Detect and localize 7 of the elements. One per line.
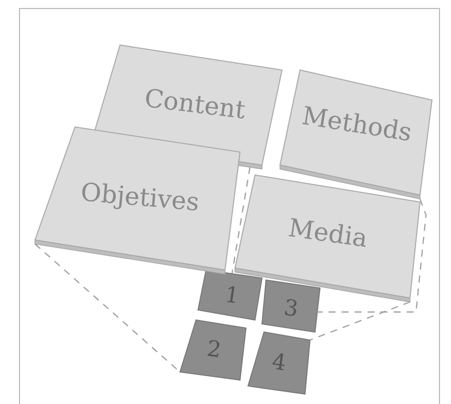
panel-label: Methods bbox=[300, 101, 414, 147]
projection-line bbox=[317, 198, 427, 313]
panel-label: Content bbox=[142, 83, 248, 125]
panel-label: Objetives bbox=[80, 177, 200, 217]
panel-label: Media bbox=[286, 213, 370, 253]
projection-line bbox=[310, 301, 410, 341]
projection-line bbox=[231, 166, 251, 274]
